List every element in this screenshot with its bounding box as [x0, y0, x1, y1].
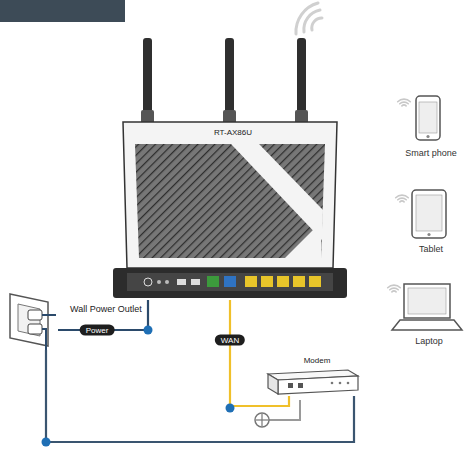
- device-label: Smart phone: [392, 148, 468, 158]
- laptop-device: Laptop: [386, 278, 468, 346]
- laptop-icon: [386, 278, 466, 336]
- device-label: Modem: [262, 356, 372, 366]
- phone-jack: [255, 400, 300, 427]
- phone-icon: [392, 92, 464, 148]
- device-label: Wall Power Outlet: [70, 304, 142, 314]
- router-unit: RT-AX86U: [113, 118, 353, 300]
- device-label: Laptop: [386, 336, 468, 346]
- modem-unit: Modem: [262, 356, 372, 396]
- antennas: [141, 38, 308, 126]
- smartphone-device: Smart phone: [392, 92, 468, 158]
- cable-label: Power: [80, 325, 115, 336]
- tablet-device: Tablet: [392, 186, 468, 254]
- tablet-icon: [392, 186, 464, 244]
- model-name: RT-AX86U: [113, 128, 353, 138]
- outlet-drawing: [6, 288, 58, 350]
- cable-label: WAN: [215, 335, 245, 346]
- header-band: [0, 0, 125, 22]
- wall-outlet: Wall Power Outlet: [6, 288, 58, 350]
- modem-drawing: [262, 366, 366, 396]
- device-label: Tablet: [392, 244, 468, 254]
- cable-dot: [226, 404, 235, 413]
- wifi-waves: [296, 3, 322, 34]
- cable-dot: [42, 438, 51, 447]
- cable-dot: [144, 326, 153, 335]
- router-drawing: [113, 118, 347, 300]
